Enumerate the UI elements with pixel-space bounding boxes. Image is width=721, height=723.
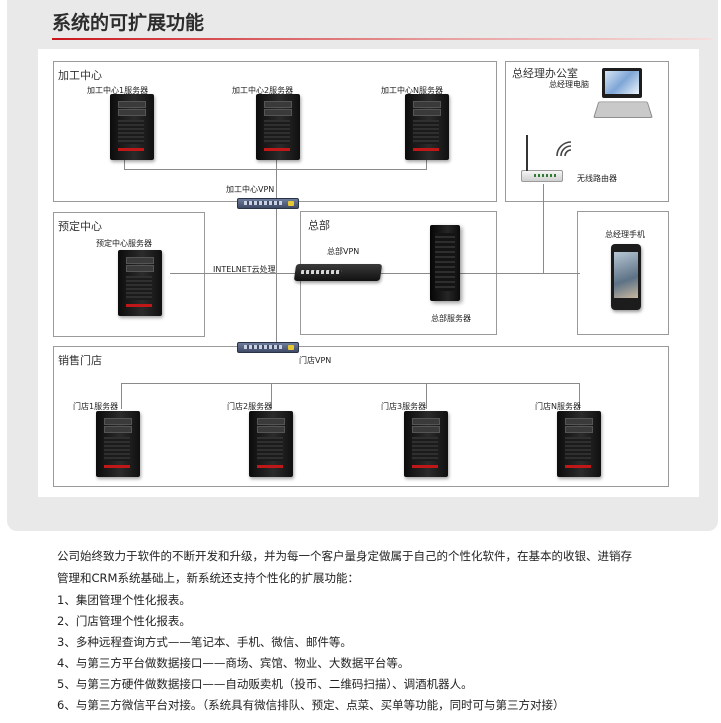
cloud-label: INTELNET云处理	[213, 265, 276, 274]
region-label: 加工中心	[58, 69, 102, 82]
node-label: 加工中心VPN	[226, 185, 275, 194]
node-label: 加工中心1服务器	[87, 86, 149, 95]
region-label: 销售门店	[58, 354, 102, 367]
server-icon	[96, 411, 140, 477]
router-icon	[521, 135, 563, 182]
store-drop-n	[579, 383, 580, 409]
rack-server-icon	[430, 225, 460, 301]
region-label: 总部	[308, 219, 330, 232]
wifi-signal-icon	[556, 141, 572, 157]
vpn-switch-icon	[237, 198, 299, 209]
region-label: 预定中心	[58, 220, 102, 233]
server-icon	[118, 250, 162, 316]
node-label: 加工中心2服务器	[232, 86, 294, 95]
laptop-icon	[593, 68, 653, 124]
node-label: 门店VPN	[299, 356, 332, 365]
node-label: 总部VPN	[327, 247, 360, 256]
store-drop-1	[121, 383, 122, 409]
store-drop-3	[426, 383, 427, 409]
backbone-line	[276, 169, 277, 350]
node-label: 门店N服务器	[535, 402, 581, 411]
gm-vertical-line	[543, 184, 544, 274]
intro-line-1: 公司始终致力于软件的不断开发和升级，并为每一个客户量身定做属于自己的个性化软件，…	[57, 549, 632, 563]
feature-item: 5、与第三方硬件做数据接口——自动贩卖机（投币、二维码扫描）、调酒机器人。	[57, 677, 473, 691]
intro-line-2: 管理和CRM系统基础上，新系统还支持个性化的扩展功能：	[57, 571, 359, 585]
proc-drop-1	[124, 158, 125, 170]
vpn-switch-icon	[237, 342, 299, 353]
node-label: 加工中心N服务器	[381, 86, 443, 95]
node-label: 门店2服务器	[227, 402, 273, 411]
feature-item: 4、与第三方平台做数据接口——商场、宾馆、物业、大数据平台等。	[57, 656, 410, 670]
region-label: 总经理办公室	[512, 67, 578, 80]
node-label: 门店1服务器	[73, 402, 119, 411]
proc-bus-line	[124, 169, 426, 170]
proc-drop-n	[426, 158, 427, 170]
node-label: 总经理手机	[605, 230, 645, 239]
vpn-router-icon	[293, 264, 383, 281]
node-label: 预定中心服务器	[96, 239, 152, 248]
proc-drop-2	[276, 158, 277, 170]
server-icon	[405, 94, 449, 160]
server-icon	[557, 411, 601, 477]
node-label: 门店3服务器	[381, 402, 427, 411]
store-bus-line	[121, 383, 580, 384]
feature-item: 1、集团管理个性化报表。	[57, 593, 191, 607]
page-title: 系统的可扩展功能	[52, 12, 205, 34]
node-label: 无线路由器	[577, 174, 617, 183]
phone-icon	[611, 244, 641, 310]
node-label: 总经理电脑	[549, 80, 589, 89]
store-drop-2	[271, 383, 272, 409]
feature-item: 3、多种远程查询方式——笔记本、手机、微信、邮件等。	[57, 635, 352, 649]
server-icon	[404, 411, 448, 477]
feature-item: 2、门店管理个性化报表。	[57, 614, 191, 628]
title-underline	[52, 38, 712, 40]
node-label: 总部服务器	[431, 314, 471, 323]
server-icon	[249, 411, 293, 477]
server-icon	[110, 94, 154, 160]
server-icon	[256, 94, 300, 160]
feature-item: 6、与第三方微信平台对接。（系统具有微信排队、预定、点菜、买单等功能，同时可与第…	[57, 698, 565, 712]
